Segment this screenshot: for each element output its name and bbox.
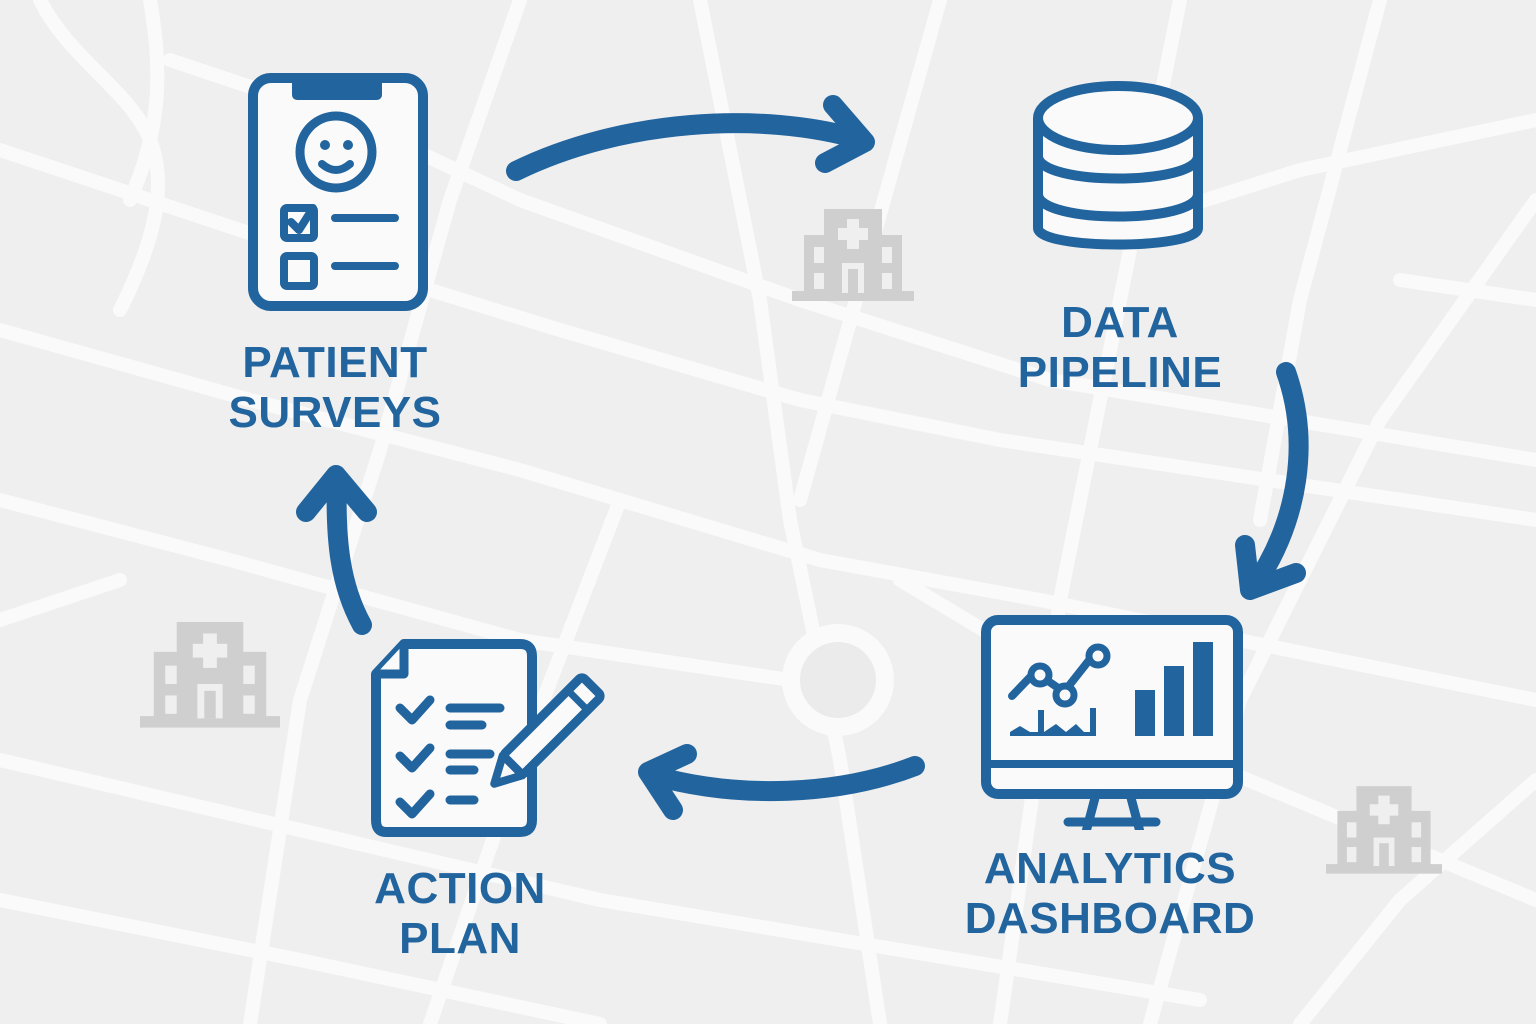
checklist-pencil-icon xyxy=(371,639,605,837)
arrow-pipeline-to-dashboard xyxy=(1235,362,1309,600)
label-line: PLAN xyxy=(399,914,521,963)
hospital-icon xyxy=(1326,786,1442,874)
label-line: ANALYTICS xyxy=(983,844,1237,893)
node-label-analytics-dashboard: ANALYTICS DASHBOARD xyxy=(940,844,1280,944)
label-line: SURVEYS xyxy=(228,388,442,437)
label-line: PATIENT xyxy=(242,338,428,387)
label-line: DATA xyxy=(1061,298,1179,347)
hospital-icon xyxy=(140,622,280,728)
label-line: PIPELINE xyxy=(1017,348,1223,397)
arrow-dashboard-to-actionplan xyxy=(638,744,925,820)
monitor-chart-icon xyxy=(981,615,1243,830)
arrow-surveys-to-pipeline xyxy=(506,95,875,181)
arrow-actionplan-to-surveys xyxy=(296,465,377,635)
node-label-patient-surveys: PATIENT SURVEYS xyxy=(205,338,465,438)
label-line: ACTION xyxy=(374,864,546,913)
clipboard-survey-icon xyxy=(248,73,428,311)
node-label-action-plan: ACTION PLAN xyxy=(330,864,590,964)
database-icon xyxy=(1033,81,1203,250)
label-line: DASHBOARD xyxy=(964,894,1256,943)
node-label-data-pipeline: DATA PIPELINE xyxy=(990,298,1250,398)
hospital-icon xyxy=(792,209,914,301)
